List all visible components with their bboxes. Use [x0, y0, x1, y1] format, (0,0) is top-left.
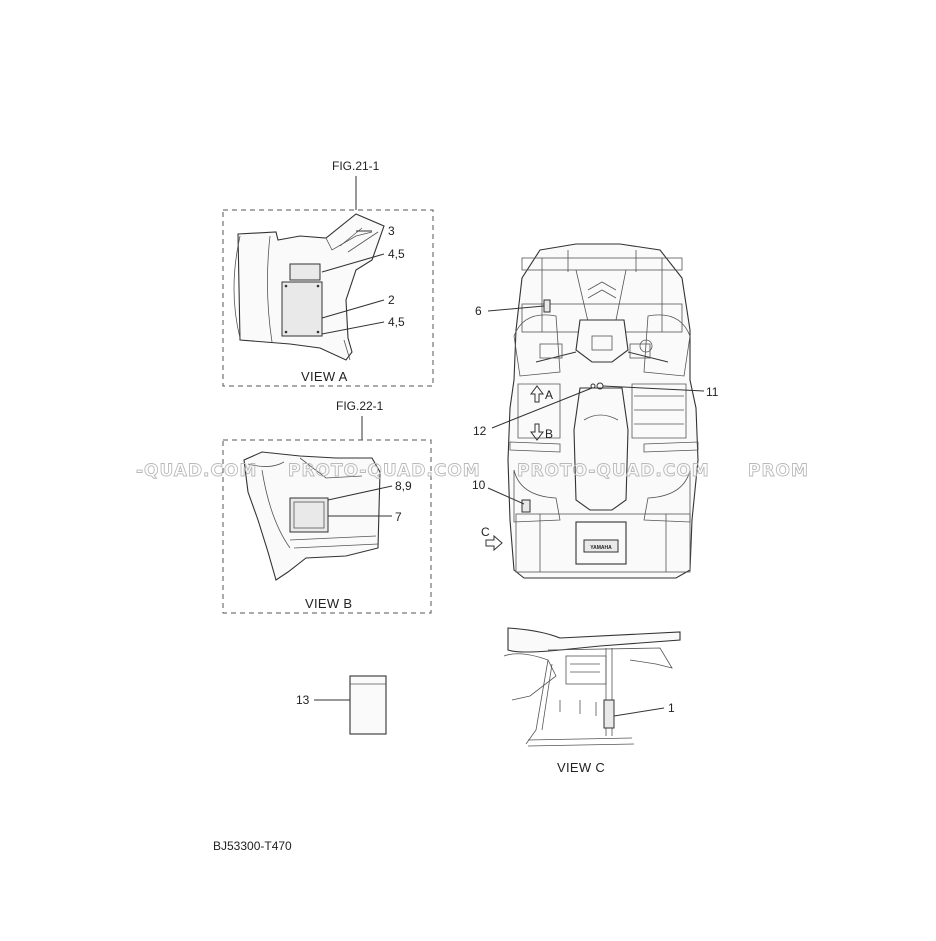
right-rear-fender: [643, 469, 691, 523]
view-a-fender-panel-line: [267, 235, 273, 343]
view-a-rivet: [316, 330, 320, 334]
view-b-arrow-label: B: [545, 427, 553, 441]
view-b-group: FIG.22-1 8,9 7 VIEW B: [222, 399, 432, 614]
view-c-frame-top: [547, 647, 673, 669]
right-footwell-treads: [634, 395, 684, 425]
view-c-rear-leg: [525, 659, 553, 745]
callout-13: 13: [296, 693, 310, 707]
drawing-code: BJ53300-T470: [213, 839, 292, 853]
view-c-seat-rack: [507, 627, 681, 653]
view-b-lower-lines: [289, 535, 379, 549]
handlebar: [535, 351, 669, 363]
view-c-arrow-icon: [485, 534, 503, 552]
leader-10: [487, 487, 525, 505]
left-footwell: [517, 383, 561, 439]
watermark-segment: PROM: [748, 461, 809, 481]
left-rear-fender: [513, 469, 561, 523]
view-c-base: [527, 737, 635, 747]
view-c-caption: VIEW C: [557, 760, 605, 775]
view-b-caption: VIEW B: [305, 596, 352, 611]
leader-2: [321, 299, 385, 319]
fuel-vent-icon: [590, 383, 596, 389]
callout-2: 2: [388, 293, 395, 307]
view-a-decal-small: [289, 263, 321, 281]
callout-6: 6: [475, 304, 482, 318]
view-c-box-lines: [570, 663, 600, 673]
view-a-rivet: [284, 284, 288, 288]
watermark-segment: -QUAD.COM: [136, 461, 257, 481]
callout-4-5-bottom: 4,5: [388, 315, 405, 329]
throttle-icon: [639, 339, 653, 353]
leader-8-9: [327, 485, 393, 501]
leader-1: [613, 707, 665, 717]
view-a-figure-ref: FIG.21-1: [332, 159, 380, 173]
leader-12: [491, 387, 593, 429]
callout-12: 12: [473, 424, 487, 438]
callout-3: 3: [388, 224, 395, 238]
brand-plate: [583, 539, 619, 553]
watermark: -QUAD.COM PROTO-QUAD.COM PROTO-QUAD.COM …: [136, 461, 809, 482]
view-b-upper-contour: [299, 457, 363, 479]
view-a-caption: VIEW A: [301, 369, 348, 384]
view-a-rivet: [284, 330, 288, 334]
view-b-decal: [289, 497, 329, 533]
callout-10: 10: [472, 478, 486, 492]
view-b-frame: [222, 439, 432, 614]
view-a-rivet: [316, 284, 320, 288]
seat: [573, 387, 629, 511]
view-b-arrow-icon: [530, 423, 544, 441]
callout-7: 7: [395, 510, 402, 524]
view-c-box: [565, 655, 607, 685]
view-c-arrow-label: C: [481, 525, 490, 539]
watermark-segment: PROTO-QUAD.COM: [288, 461, 481, 481]
brand-plate-text: YAMAHA: [590, 545, 612, 551]
view-b-decal-inner: [293, 501, 325, 529]
front-rack-post: [567, 250, 637, 272]
view-c-group: 1 VIEW C: [503, 627, 681, 775]
atv-top-view: YAMAHA A B C 6 11 12 10: [472, 243, 719, 579]
seat-contour: [583, 414, 619, 421]
view-a-lower-tab: [343, 339, 351, 361]
view-c-brackets: [559, 700, 597, 716]
view-c-decal: [603, 699, 615, 729]
view-b-top-curve: [247, 461, 285, 467]
console: [575, 319, 629, 363]
view-c-fender-curve: [503, 653, 557, 701]
callout-1: 1: [668, 701, 675, 715]
view-b-side-curve: [261, 469, 291, 549]
left-front-fender: [513, 314, 561, 377]
view-a-decal-large: [281, 281, 323, 337]
leader-6: [487, 305, 545, 312]
rear-rack: [515, 513, 691, 573]
leader-11: [602, 385, 705, 392]
right-footwell: [631, 383, 687, 439]
hood-chevron: [587, 281, 617, 299]
leader-4-5-top: [321, 253, 385, 273]
view-a-arrow-icon: [530, 385, 544, 403]
part-13-label-sheet: [349, 675, 387, 735]
console-display: [591, 335, 613, 351]
callout-11: 11: [706, 385, 719, 399]
front-rack-bar: [521, 257, 683, 271]
callout-4-5-top: 4,5: [388, 247, 405, 261]
view-a-fender-edge: [233, 235, 241, 339]
decal-10-mark: [521, 499, 531, 513]
left-switch: [539, 343, 563, 359]
leader-4-5-bottom: [321, 321, 385, 335]
callout-8-9: 8,9: [395, 479, 412, 493]
right-front-fender: [643, 314, 691, 377]
view-a-group: FIG.21-1 3 4,5 2 4,5 VIEW A: [222, 159, 434, 387]
view-a-arrow-label: A: [545, 388, 553, 402]
side-steps: [509, 441, 699, 453]
watermark-segment: PROTO-QUAD.COM: [517, 461, 710, 481]
decal-6-mark: [543, 299, 551, 313]
view-a-frame: [222, 209, 434, 387]
part-13-group: 13: [296, 675, 387, 735]
view-b-figure-ref: FIG.22-1: [336, 399, 384, 413]
